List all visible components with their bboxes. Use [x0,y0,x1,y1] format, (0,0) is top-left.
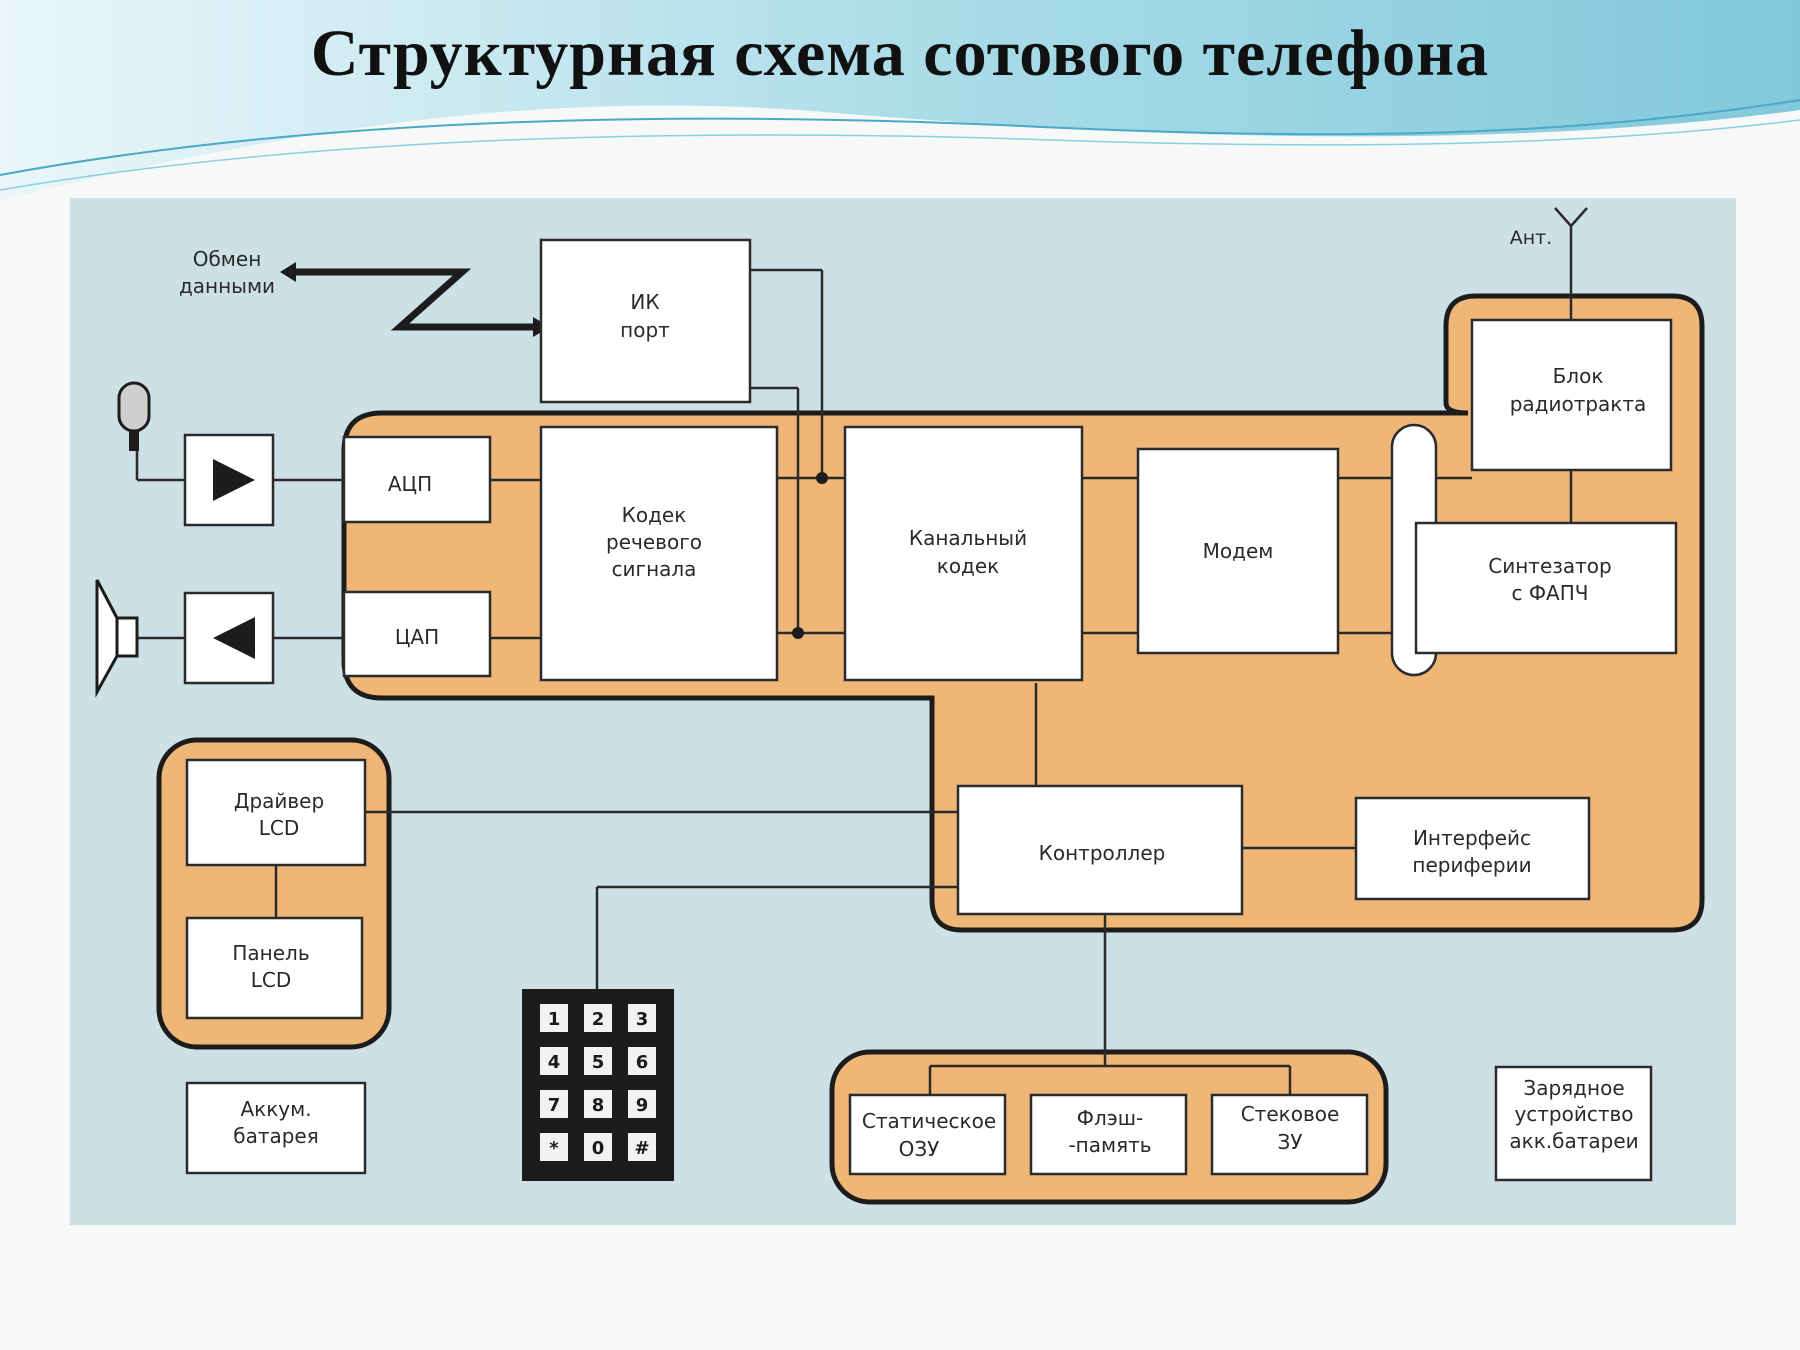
battery-label-1: Аккум. [240,1097,311,1121]
amplifier-backward-icon [213,617,255,659]
controller-block [956,784,1244,916]
charger-label-2: устройство [1514,1102,1633,1126]
keypad-key-label: 5 [592,1052,605,1073]
channel-codec-label-2: кодек [937,554,1000,578]
synthesizer-label-2: с ФАПЧ [1511,581,1588,605]
dac-label: ЦАП [395,625,439,649]
lcd-driver-block [185,758,367,867]
peripheral-interface-label-2: периферии [1412,853,1531,877]
keypad-key-label: 2 [592,1009,605,1030]
static-ram-label-1: Статическое [862,1109,996,1133]
keypad-key-label: # [634,1138,649,1159]
keypad-key-label: 1 [548,1009,561,1030]
controller-label: Контроллер [1039,841,1166,865]
adc-label: АЦП [388,472,432,496]
header-wave [0,0,1800,200]
flash-memory-label-1: Флэш- [1077,1106,1144,1130]
connections [135,226,1573,1095]
static-ram-label-2: ОЗУ [899,1137,940,1161]
static-ram-block [848,1093,1007,1176]
antenna-label: Ант. [1510,227,1553,249]
radio-block-label-1: Блок [1553,364,1604,388]
lcd-panel-label-1: Панель [232,941,309,965]
keypad-key-label: 7 [548,1095,561,1116]
keypad-key [628,1090,656,1118]
slide-title: Структурная схема сотового телефона [310,17,1490,90]
ir-port-block [539,238,752,404]
keypad-key [540,1047,568,1075]
keypad-key [540,1004,568,1032]
header-wave-line-2 [0,119,1800,191]
keypad-key-label: 8 [592,1095,605,1116]
keypad-key-label: 0 [592,1138,605,1159]
keypad-key [540,1090,568,1118]
charger-block [1494,1065,1653,1182]
stack-memory-block [1210,1093,1369,1176]
synthesizer-label-1: Синтезатор [1488,554,1611,578]
charger-label-1: Зарядное [1523,1076,1624,1100]
battery-block [185,1081,367,1175]
keypad-key-label: 3 [636,1009,649,1030]
exchange-label-line-1: Обмен [193,247,262,271]
ir-port-label-2: порт [620,318,670,342]
ir-port-label-1: ИК [630,290,659,314]
charger-label-3: акк.батареи [1509,1129,1638,1153]
speaker-icon [95,579,139,698]
keypad-key-label: 4 [548,1052,561,1073]
keypad-key [584,1133,612,1161]
stack-memory-label-2: ЗУ [1277,1130,1302,1154]
keypad-key [584,1004,612,1032]
peripheral-interface-block [1354,796,1591,901]
synthesizer-block [1414,521,1678,655]
keypad-key [584,1047,612,1075]
keypad-key [584,1090,612,1118]
mic-amplifier [183,433,275,527]
radio-block-label-2: радиотракта [1510,392,1647,416]
lcd-panel-label-2: LCD [251,968,292,992]
keypad-key [628,1047,656,1075]
keypad-key [628,1004,656,1032]
keypad-key [628,1133,656,1161]
dac-block [342,590,492,678]
battery-label-2: батарея [233,1124,319,1148]
channel-codec-block [843,425,1084,682]
keypad-key-label: * [549,1138,559,1159]
exchange-label-line-2: данными [179,274,275,298]
antenna-icon [1554,207,1588,227]
peripheral-interface-label-1: Интерфейс [1413,826,1531,850]
keypad-key [540,1133,568,1161]
keypad-key-label: 6 [636,1052,649,1073]
speech-codec-label-3: сигнала [612,557,697,581]
microphone-icon [117,381,151,451]
speech-codec-block [539,425,779,682]
lcd-driver-label-2: LCD [259,816,300,840]
speech-codec-label-2: речевого [606,530,702,554]
adc-block [342,435,492,524]
amplifier-forward-icon [213,459,255,501]
modem-block [1136,447,1340,655]
modem-label: Модем [1203,539,1274,563]
lcd-panel-block [185,916,364,1020]
speech-codec-label-1: Кодек [622,503,687,527]
flash-memory-block [1029,1093,1188,1176]
lcd-driver-label-1: Драйвер [234,789,324,813]
stack-memory-label-1: Стековое [1241,1102,1340,1126]
header-wave-line [0,99,1800,176]
keypad-key-label: 9 [636,1095,649,1116]
flash-memory-label-2: -память [1068,1133,1151,1157]
keypad-keys: 1 2 3 4 5 6 7 8 9 * 0 # [540,1004,656,1161]
channel-codec-label-1: Канальный [909,526,1027,550]
radio-block [1470,318,1673,472]
